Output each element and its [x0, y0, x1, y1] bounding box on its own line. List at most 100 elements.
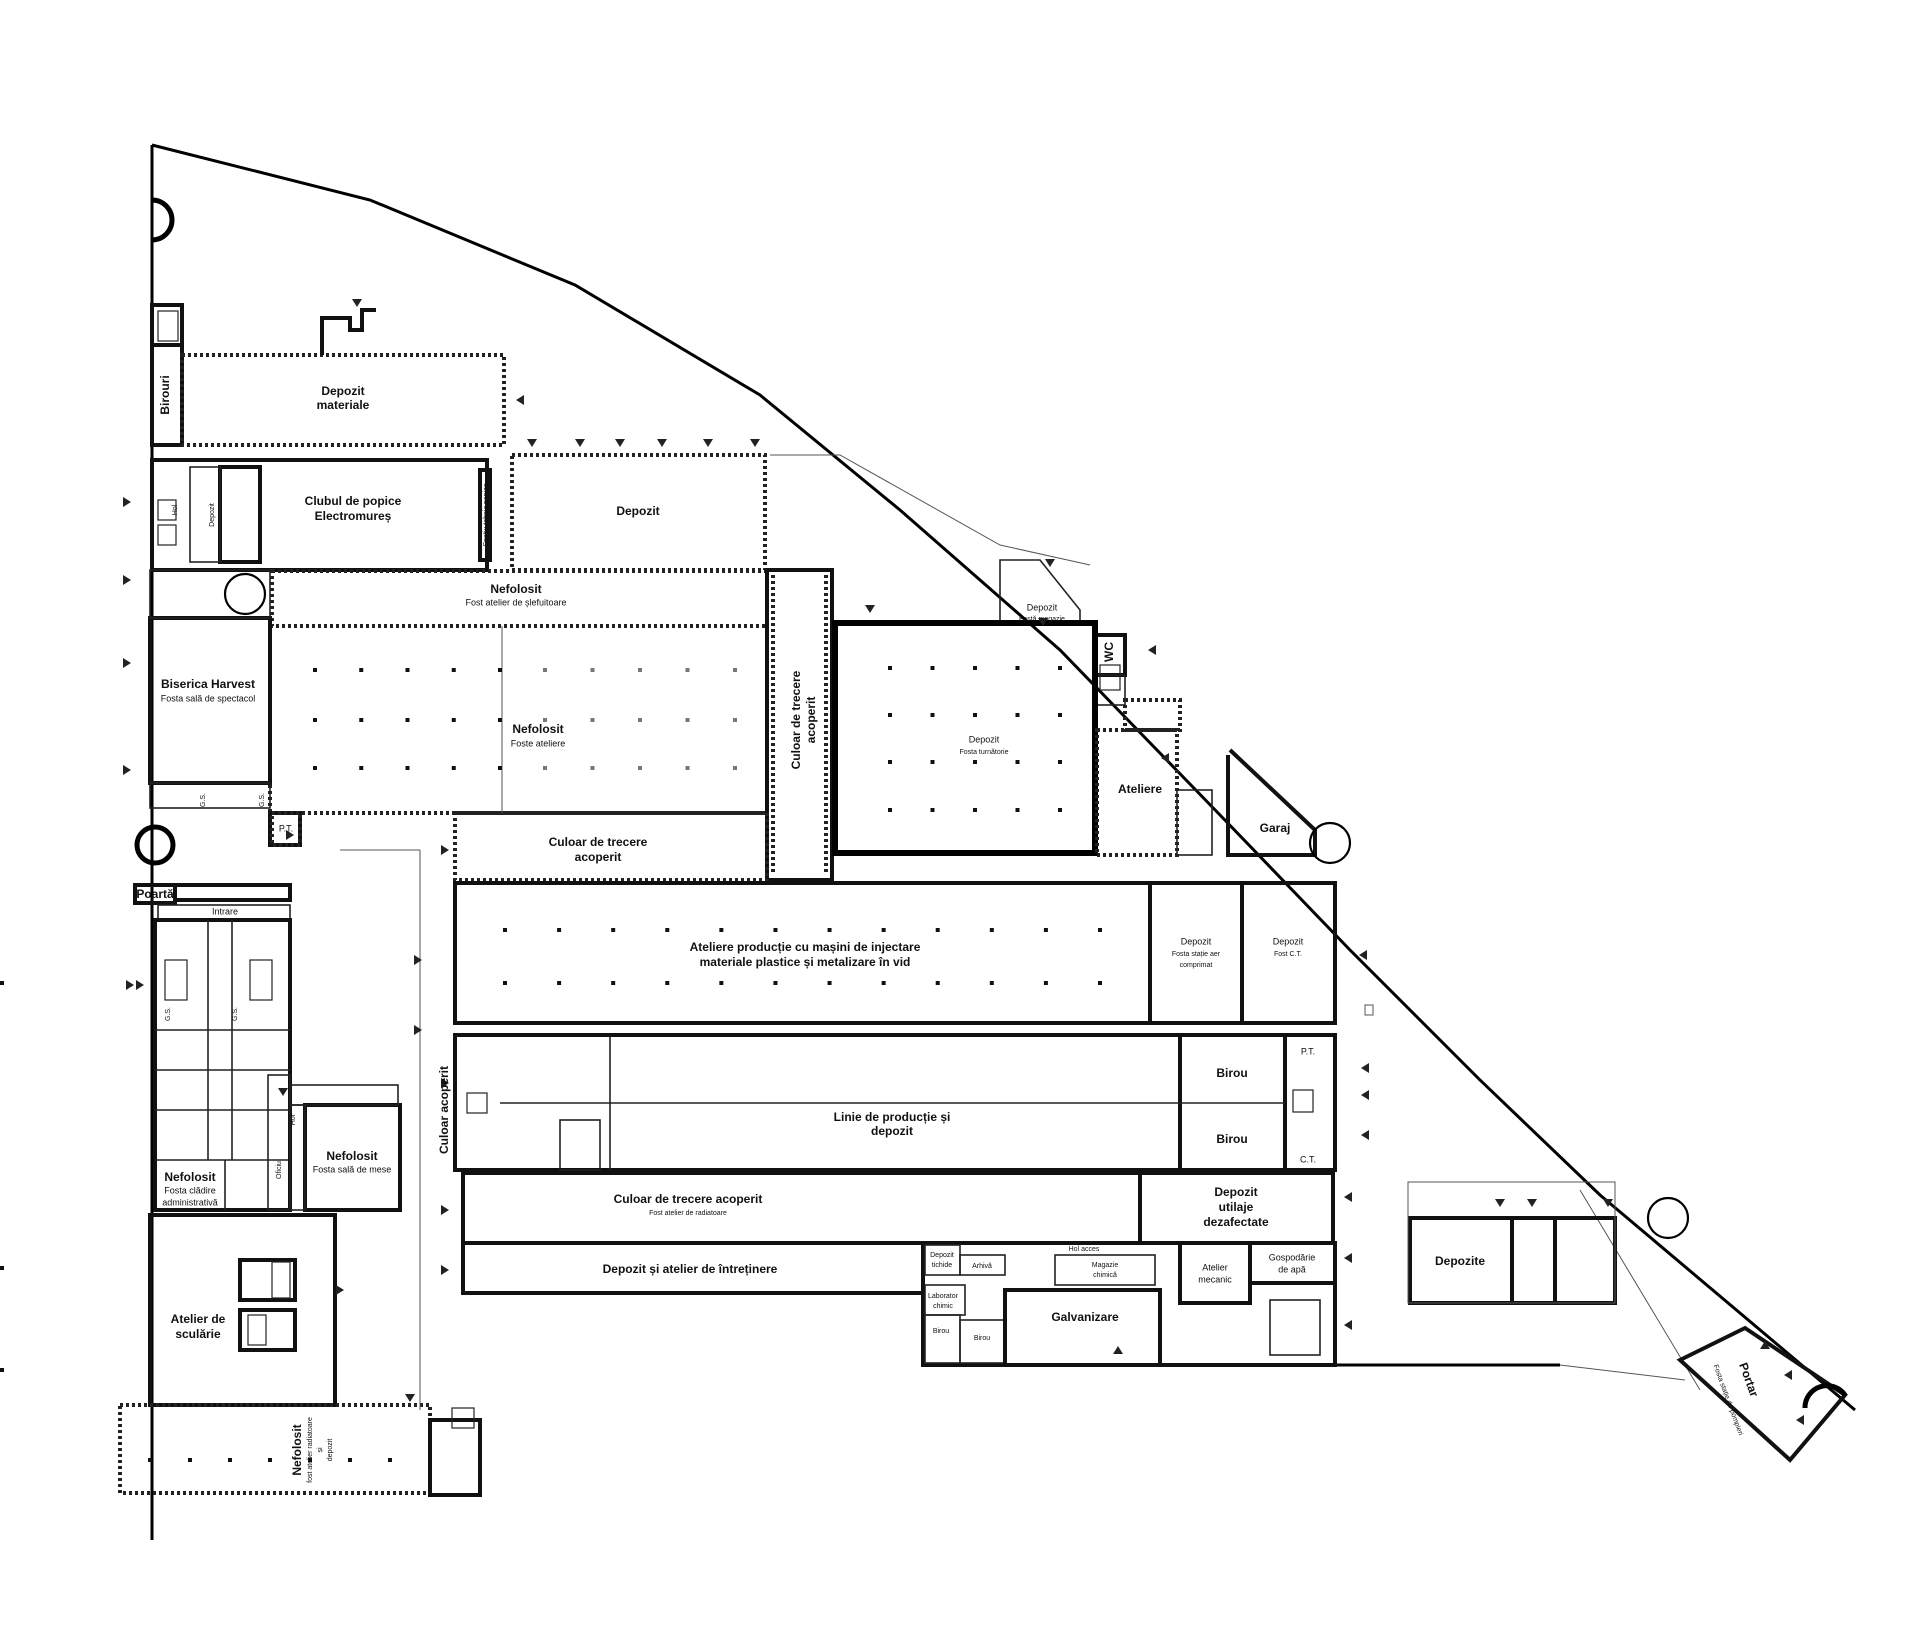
- entrance-marker: [1344, 1320, 1352, 1330]
- column-marker: [888, 713, 892, 717]
- label-oficiu: Oficiu: [276, 1161, 283, 1179]
- label-fosta-statie-pompieri: Fosta stație de pompieri: [1712, 1364, 1744, 1437]
- entrance-marker: [657, 439, 667, 447]
- building-ateliere-productie: [453, 881, 1374, 1025]
- entrance-markers: [123, 299, 1804, 1425]
- label-ss-c: G.S.: [165, 1007, 172, 1021]
- column-marker: [359, 668, 364, 672]
- column-marker: [989, 981, 994, 985]
- entrance-marker: [123, 575, 131, 585]
- column-marker: [973, 808, 977, 812]
- label-culoar-radiatoare-2: Fost atelier de radiatoare: [649, 1210, 727, 1217]
- entrance-marker: [575, 439, 585, 447]
- column-marker: [685, 766, 690, 770]
- entrance-marker: [527, 439, 537, 447]
- column-marker: [543, 766, 547, 770]
- label-birouri: Birouri: [158, 375, 172, 414]
- entrance-marker: [123, 658, 131, 668]
- access-gate-top: [151, 197, 175, 243]
- column-marker: [719, 928, 724, 932]
- building-depozite: [1407, 1181, 1690, 1305]
- label-depozit-top: Depozit: [616, 504, 659, 518]
- column-marker: [0, 1368, 4, 1372]
- column-marker: [665, 981, 670, 985]
- column-marker: [228, 1458, 232, 1462]
- entrance-marker: [123, 497, 131, 507]
- column-marker: [930, 808, 935, 812]
- label-linie-1: Linie de producție și: [834, 1110, 951, 1124]
- column-marker: [973, 713, 977, 717]
- column-marker: [881, 981, 886, 985]
- column-marker: [930, 760, 935, 764]
- column-marker: [935, 928, 940, 932]
- column-marker: [0, 1266, 4, 1270]
- column-marker: [611, 981, 616, 985]
- column-marker: [930, 666, 935, 670]
- entrance-marker: [405, 1394, 415, 1402]
- label-pt-1: P.T.: [279, 823, 293, 833]
- label-ateliere-productie-1: Ateliere producție cu mașini de injectar…: [690, 940, 921, 954]
- label-clubul-2: Electromureș: [315, 509, 392, 523]
- label-ss-d: G.S.: [232, 1007, 239, 1021]
- label-depozit-turnatorie-1: Depozit: [969, 734, 1000, 744]
- column-marker: [989, 928, 994, 932]
- column-marker: [685, 718, 690, 722]
- building-nefolosit-bottom: [118, 849, 482, 1497]
- label-depozit-utilaje-3: dezafectate: [1203, 1215, 1269, 1229]
- label-poarta: Poartă: [136, 887, 174, 901]
- entrance-marker: [1359, 950, 1367, 960]
- entrance-marker: [1527, 1199, 1537, 1207]
- label-magazie-chimica-2: chimică: [1093, 1272, 1117, 1279]
- column-marker: [1058, 713, 1062, 717]
- label-laborator-1: Laborator: [928, 1293, 959, 1300]
- entrance-marker: [1344, 1253, 1352, 1263]
- column-marker: [313, 766, 317, 770]
- column-marker: [888, 760, 892, 764]
- label-culoar-2-1: Culoar de trecere: [549, 835, 648, 849]
- entrance-marker: [136, 980, 144, 990]
- column-marker: [1058, 808, 1062, 812]
- entrance-marker: [516, 395, 524, 405]
- column-marker: [935, 981, 940, 985]
- label-ateliere-productie-2: materiale plastice și metalizare în vid: [700, 955, 911, 969]
- entrance-marker: [703, 439, 713, 447]
- building-administrativa: [153, 918, 292, 1212]
- label-atelier-mecanic-2: mecanic: [1198, 1274, 1232, 1284]
- entrance-marker: [278, 1088, 288, 1096]
- entrance-marker: [1603, 1199, 1613, 1207]
- entrance-marker: [1760, 1341, 1770, 1349]
- building-fosta-magazie: [999, 559, 1182, 732]
- column-marker: [348, 1458, 352, 1462]
- column-marker: [188, 1458, 192, 1462]
- label-nefolosit-admin-1: Nefolosit: [164, 1170, 215, 1184]
- column-marker: [930, 713, 935, 717]
- label-depozit-ct-2: Fost C.T.: [1274, 951, 1302, 958]
- column-marker: [973, 760, 977, 764]
- label-nefolosit-2: Nefolosit: [512, 722, 563, 736]
- label-birou-s2: Birou: [974, 1335, 990, 1342]
- column-marker: [590, 718, 595, 722]
- column-marker: [557, 981, 562, 985]
- label-nefolosit-bottom-4: depozit: [327, 1439, 334, 1462]
- label-depozit-tichide-2: tichide: [932, 1262, 952, 1269]
- building-ateliere: [1095, 728, 1213, 857]
- label-nefolosit-bottom-2: fost atelier radiatoare: [307, 1417, 314, 1483]
- column-marker: [1058, 760, 1062, 764]
- column-marker: [590, 668, 595, 672]
- entrance-marker: [1148, 645, 1156, 655]
- building-garaj: [1226, 748, 1352, 865]
- column-marker: [1015, 713, 1020, 717]
- label-depozit-turnatorie-2: Fosta turnătorie: [959, 749, 1008, 756]
- label-culoar-vertical-2: acoperit: [804, 697, 818, 744]
- column-marker: [638, 718, 642, 722]
- column-marker: [733, 668, 737, 672]
- label-ss-b: G.S.: [259, 793, 266, 807]
- entrance-marker: [1784, 1370, 1792, 1380]
- label-depozit-magazie-1: Depozit: [1027, 602, 1058, 612]
- label-ct: C.T.: [1300, 1154, 1316, 1164]
- entrance-marker: [286, 830, 294, 840]
- entrance-marker: [352, 299, 362, 307]
- column-marker: [1015, 760, 1020, 764]
- column-marker: [719, 981, 724, 985]
